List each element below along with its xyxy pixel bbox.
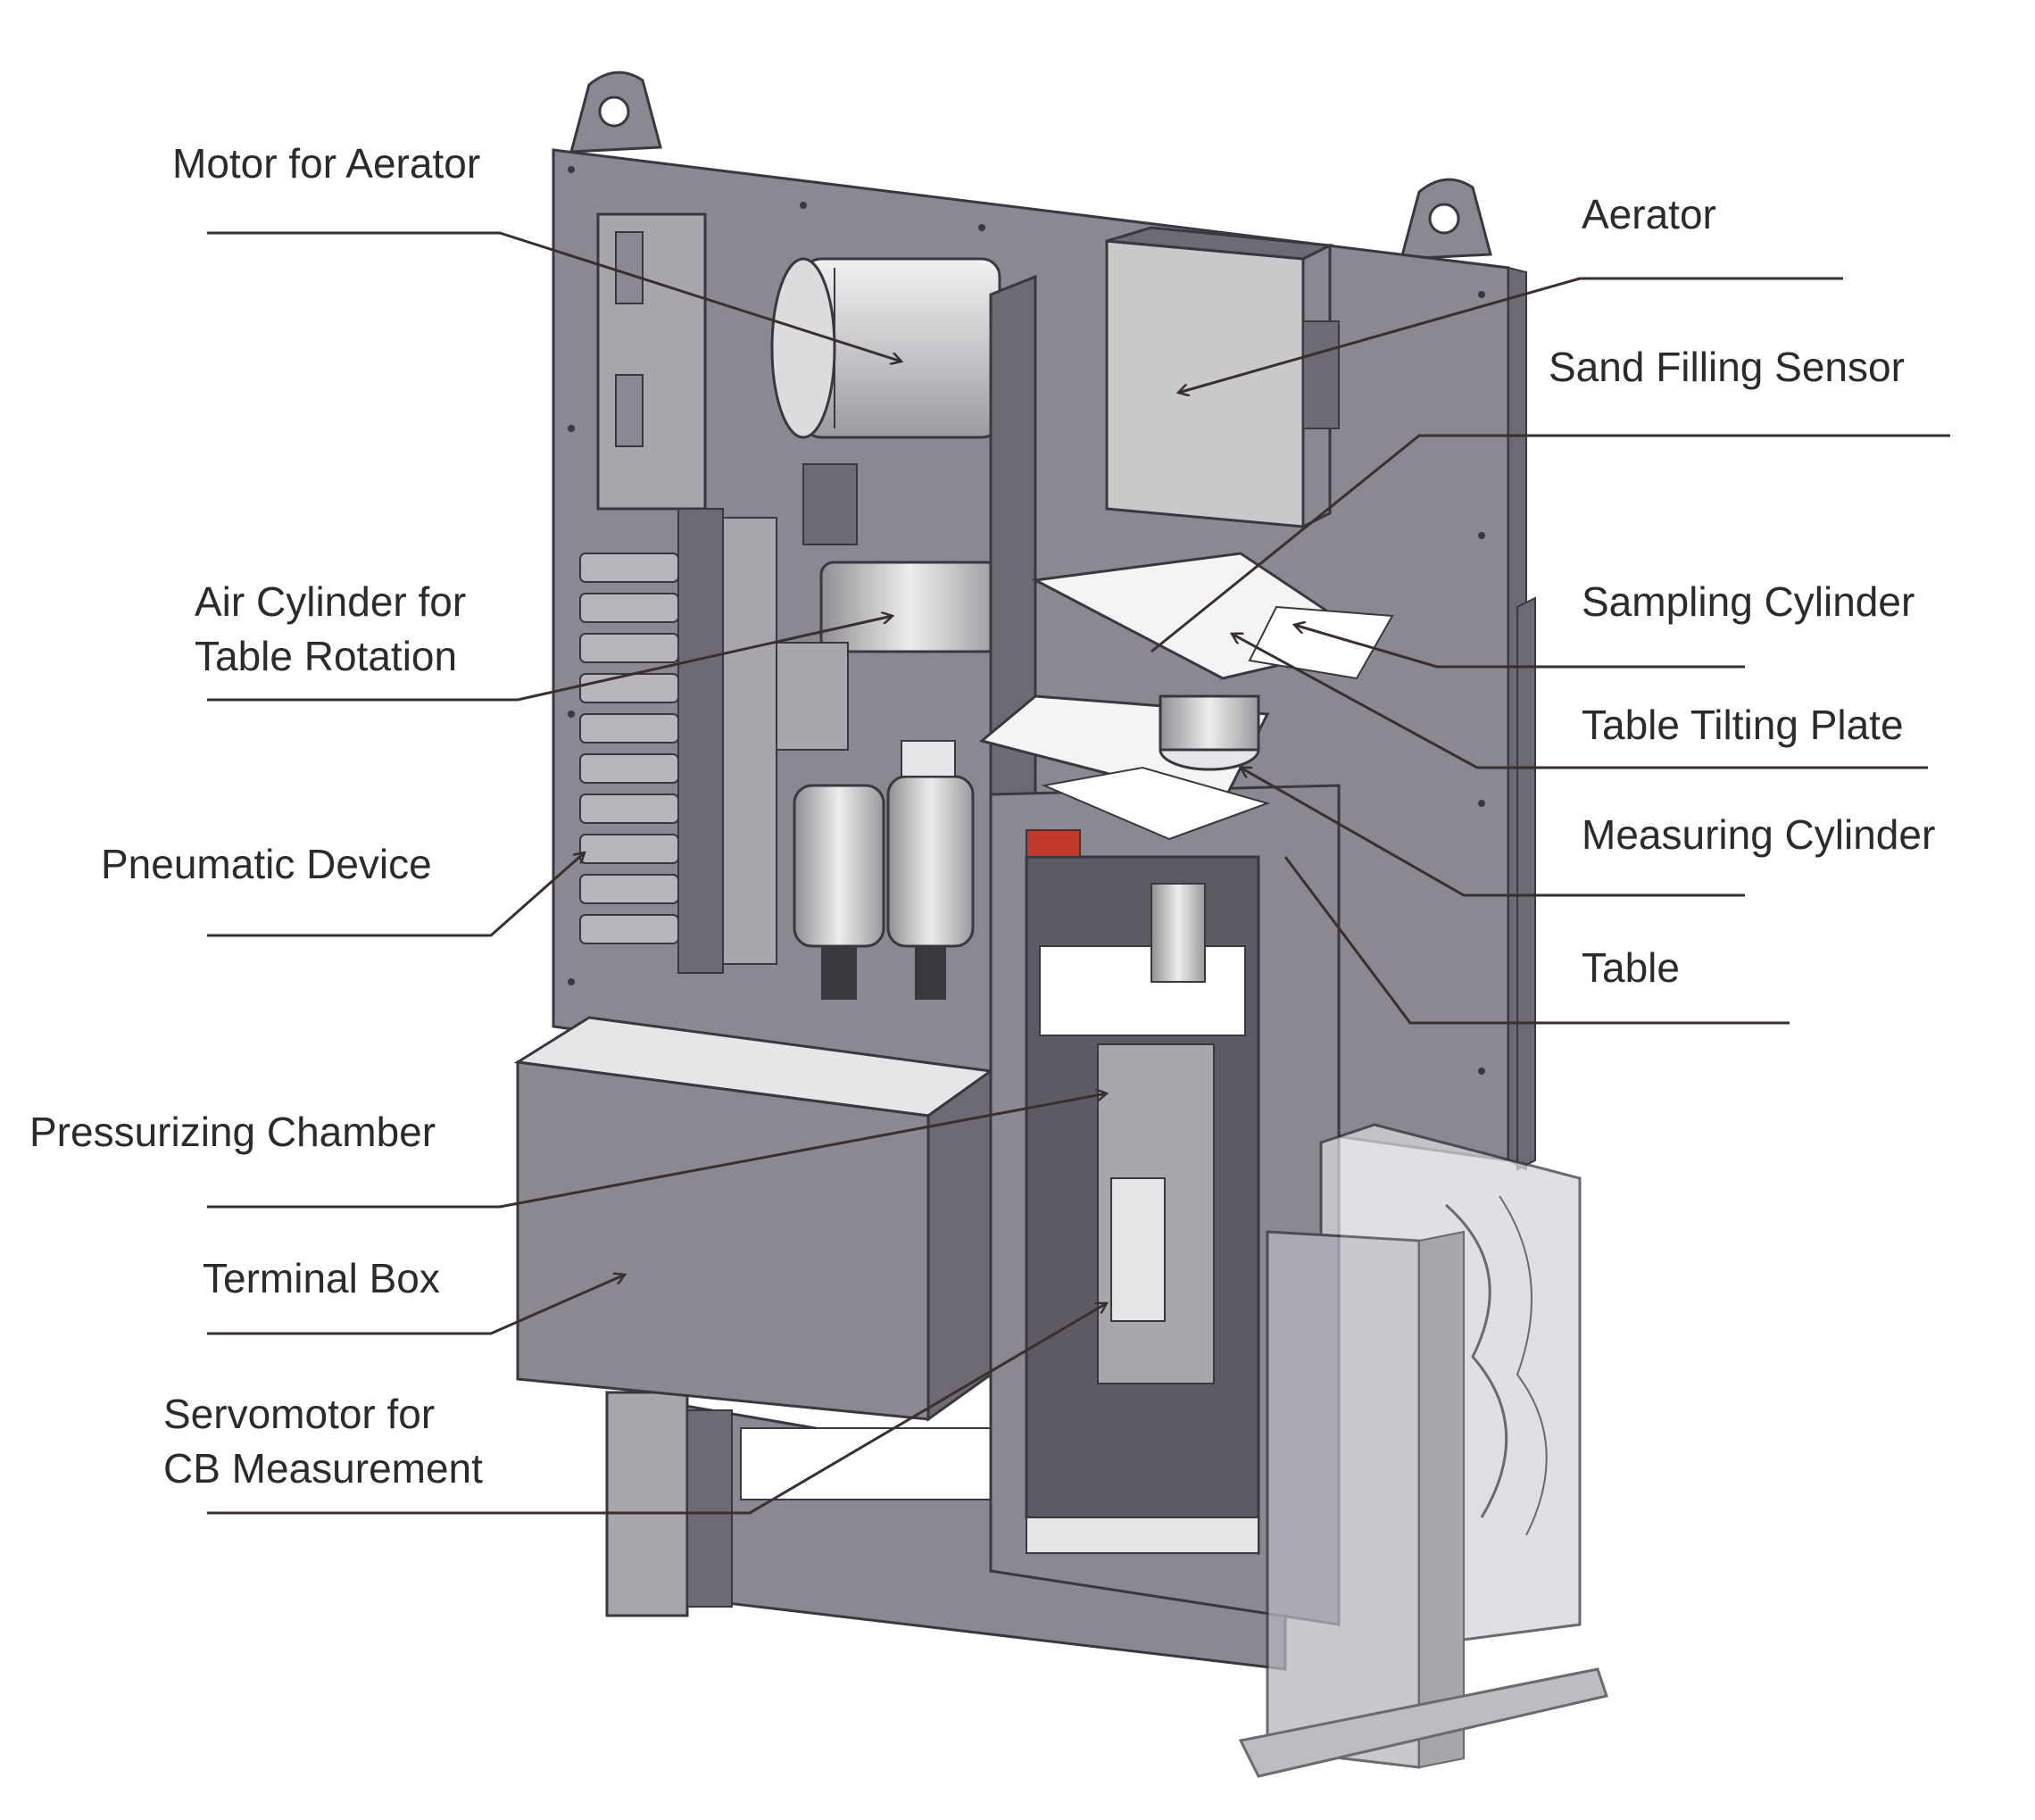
leader-pneumatic-device [207, 852, 585, 937]
leader-pressurizing-chamber [207, 1093, 1107, 1209]
label-pressurizing-chamber: Pressurizing Chamber [29, 1109, 436, 1155]
label-air-cylinder-line2: Table Rotation [195, 633, 458, 679]
label-pneumatic-device: Pneumatic Device [101, 841, 432, 887]
leader-sand-filling-sensor [1150, 434, 1950, 653]
label-motor-for-aerator: Motor for Aerator [172, 140, 481, 187]
label-aerator: Aerator [1582, 191, 1716, 237]
label-servomotor-line1: Servomotor for [163, 1391, 436, 1437]
leader-sampling-cylinder [1294, 625, 1745, 669]
leader-aerator [1178, 277, 1843, 393]
label-air-cylinder-line1: Air Cylinder for [195, 578, 467, 625]
lifting-eye-left [569, 71, 662, 154]
pneumatic-valve-bank [596, 212, 777, 974]
table-tilting-plate-shape [978, 552, 1394, 841]
central-column [989, 274, 1341, 1626]
leader-motor-for-aerator [207, 231, 901, 362]
air-cylinder [776, 463, 1001, 751]
leader-air-cylinder [207, 616, 893, 702]
label-table: Table [1582, 944, 1680, 991]
label-measuring-cylinder: Measuring Cylinder [1582, 811, 1936, 858]
leader-lines [207, 231, 1950, 1515]
filter-regulator [793, 740, 975, 1000]
aerator-hopper [1105, 226, 1340, 529]
leader-table [1283, 856, 1790, 1025]
terminal-box-shape [513, 1016, 994, 1422]
leader-table-tilting-plate [1232, 634, 1928, 769]
measuring-cylinder-shape [1159, 694, 1260, 771]
leader-servomotor [207, 1301, 1107, 1515]
aerator-motor [770, 257, 1001, 439]
label-sand-filling-sensor: Sand Filling Sensor [1549, 344, 1905, 390]
label-servomotor-line2: CB Measurement [163, 1445, 483, 1492]
leader-measuring-cylinder [1241, 768, 1745, 897]
leader-terminal-box [207, 1275, 625, 1335]
label-sampling-cylinder: Sampling Cylinder [1582, 578, 1915, 625]
transparent-enclosure [1238, 1123, 1608, 1778]
label-table-tilting-plate: Table Tilting Plate [1582, 702, 1904, 748]
label-terminal-box: Terminal Box [203, 1255, 440, 1301]
lifting-eye-right [1400, 178, 1492, 261]
